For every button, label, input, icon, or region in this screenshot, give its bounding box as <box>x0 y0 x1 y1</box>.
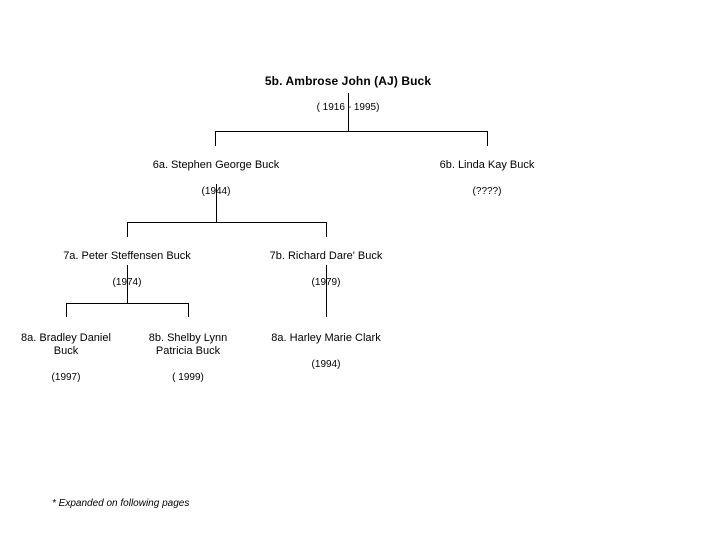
node-years: (1997) <box>51 372 81 383</box>
node-name: 8a. Harley Marie Clark <box>271 332 381 344</box>
connector-root-drop <box>348 93 349 131</box>
footnote-expanded-note: * Expanded on following pages <box>52 498 190 509</box>
connector-gen2a-drop <box>216 184 217 222</box>
node-name: 8a. Bradley Daniel Buck <box>21 332 111 357</box>
tree-node-bradley-daniel-buck: 8a. Bradley Daniel Buck (1997) <box>6 319 126 397</box>
tree-node-harley-marie-clark: 8a. Harley Marie Clark (1994) <box>256 319 396 384</box>
node-name: 6a. Stephen George Buck <box>152 159 280 171</box>
tree-node-root: 5b. Ambrose John (AJ) Buck ( 1916 - 1995… <box>198 62 498 127</box>
connector-gen3a-bar <box>66 303 189 304</box>
node-name: 6b. Linda Kay Buck <box>439 159 535 171</box>
node-years: (????) <box>472 186 502 197</box>
connector-gen1-bar <box>215 131 488 132</box>
connector-stub-gen2-b <box>487 131 488 146</box>
node-name: 7a. Peter Steffensen Buck <box>63 250 191 262</box>
node-years: ( 1999) <box>172 372 204 383</box>
connector-stub-gen3-a <box>127 222 128 237</box>
connector-stub-gen4-a <box>66 303 67 317</box>
tree-node-linda-kay-buck: 6b. Linda Kay Buck (????) <box>407 146 567 211</box>
node-name: 7b. Richard Dare' Buck <box>269 250 383 262</box>
connector-stub-gen4-b <box>188 303 189 317</box>
node-name: 8b. Shelby Lynn Patricia Buck <box>148 332 228 357</box>
node-years: ( 1916 - 1995) <box>316 102 380 113</box>
connector-gen3b-drop <box>326 265 327 317</box>
tree-node-shelby-lynn-patricia-buck: 8b. Shelby Lynn Patricia Buck ( 1999) <box>128 319 248 397</box>
connector-gen3a-drop <box>127 265 128 303</box>
connector-gen2-bar <box>127 222 327 223</box>
connector-stub-gen3-b <box>326 222 327 237</box>
connector-stub-gen2-a <box>215 131 216 146</box>
node-name: 5b. Ambrose John (AJ) Buck <box>264 74 432 88</box>
node-years: (1994) <box>311 359 341 370</box>
